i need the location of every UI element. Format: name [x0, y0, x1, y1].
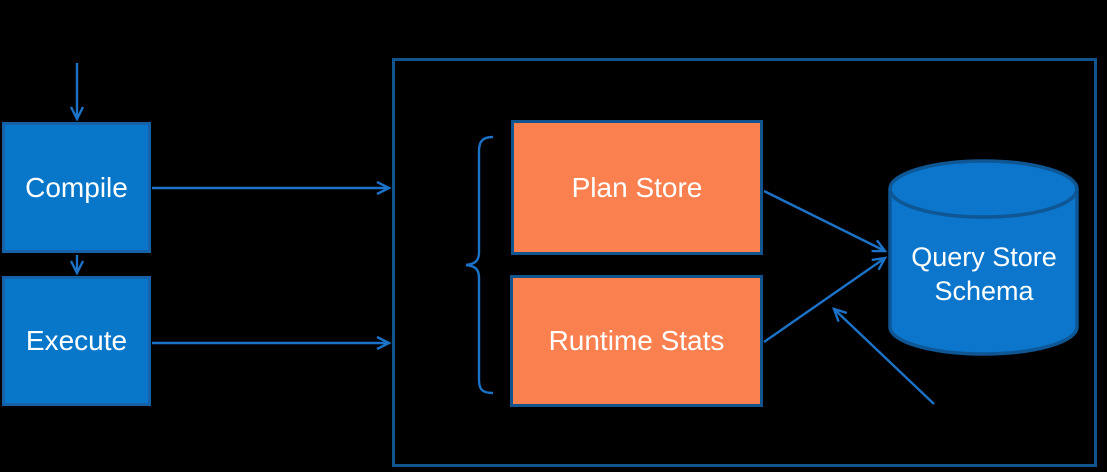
query-store-container-rect [392, 58, 1097, 467]
plan-store-node: Plan Store [511, 120, 763, 255]
execute-node: Execute [2, 276, 151, 406]
query-store-schema-node: Query Store Schema [890, 225, 1078, 325]
runtime-stats-label: Runtime Stats [548, 325, 725, 357]
plan-store-label: Plan Store [571, 171, 703, 203]
runtime-stats-node: Runtime Stats [510, 275, 763, 407]
compile-label: Compile [25, 171, 128, 203]
execute-label: Execute [25, 325, 128, 357]
compile-node: Compile [2, 122, 151, 253]
query-store-schema-label: Query Store Schema [911, 242, 1057, 306]
